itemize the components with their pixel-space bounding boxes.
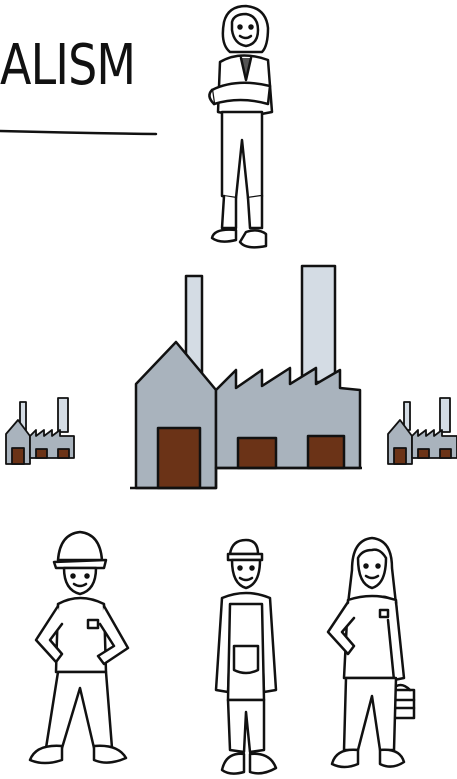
factory-small-right-icon xyxy=(388,398,457,464)
factory-small-left-icon xyxy=(6,398,74,464)
factory-large-icon xyxy=(130,266,362,488)
title-underline xyxy=(0,131,156,134)
worker-hard-hat-icon xyxy=(30,532,128,763)
worker-with-lunchbox-icon xyxy=(328,538,414,767)
businesswoman-arms-crossed-icon xyxy=(209,6,272,247)
worker-overalls-cap-icon xyxy=(216,540,276,774)
